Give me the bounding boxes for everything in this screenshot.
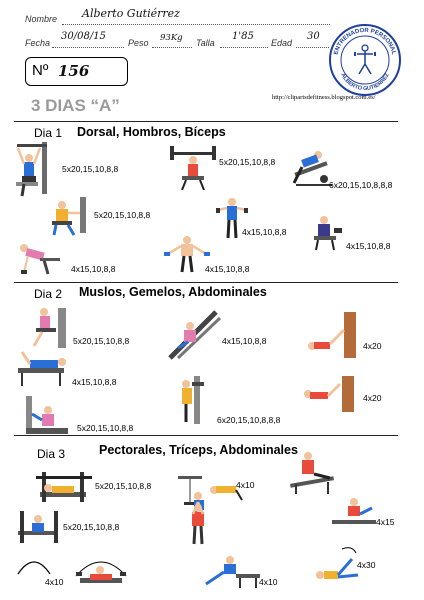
exercise-reps: 4x15,10,8,8: [72, 377, 117, 387]
bent-lateral-raise-figure: [164, 236, 210, 273]
age-value: 30: [307, 31, 320, 42]
weight-line: [152, 47, 192, 48]
overhead-extension-figure: [191, 501, 205, 545]
source-url: http://clipartsdefitness.blogspot.com.es…: [272, 94, 376, 101]
bench-press-figure: [36, 472, 92, 502]
reverse-fly-figure: [20, 244, 60, 275]
height-label: Talla: [196, 38, 215, 48]
exercise-reps: 4x15,10,8,8: [222, 336, 267, 346]
number-box: Nº 156: [25, 57, 128, 86]
age-label: Edad: [271, 38, 293, 48]
lateral-raise-figure: [216, 198, 248, 239]
exercise-reps: 5x20,15,10,8,8: [63, 522, 120, 532]
day1-title: Dorsal, Hombros, Bíceps: [77, 125, 226, 139]
exercise-reps: 5x20,15,10,8,8: [77, 423, 134, 433]
arrow-icon: [17, 561, 51, 575]
decline-crunch-figure: [289, 452, 335, 494]
trainer-seal: ENTRENADOR PERSONAL ALBERTO GUTIERREZ: [329, 24, 401, 96]
day2-label: Dia 2: [34, 287, 63, 301]
crunch-figure: [308, 312, 356, 358]
exercise-reps: 5x20,15,10,8,8: [95, 481, 152, 491]
chest-supported-row-figure: [292, 151, 332, 186]
exercise-reps: 4x15,10,8,8: [71, 264, 116, 274]
dumbbell-flye-figure: [75, 561, 127, 583]
lat-pulldown-figure: [16, 142, 47, 197]
triceps-dip-figure: [210, 486, 243, 501]
height-line: [220, 47, 268, 48]
exercise-reps: 4x15: [376, 517, 395, 527]
seated-row-figure: [52, 197, 86, 236]
day1-label: Dia 1: [34, 126, 63, 140]
day2-title: Muslos, Gemelos, Abdominales: [79, 285, 267, 299]
exercise-reps: 4x15,10,8,8: [205, 264, 250, 274]
exercise-reps: 4x15,10,8,8: [346, 241, 391, 251]
name-label: Nombre: [25, 14, 58, 24]
name-value: Alberto Gutiérrez: [82, 7, 180, 20]
bench-dip-figure: [205, 556, 260, 588]
weight-value: 93Kg: [160, 33, 183, 43]
program-title: 3 DIAS “A”: [31, 96, 120, 115]
leg-press-figure: [26, 396, 68, 434]
concentration-curl-figure: [314, 216, 342, 251]
bicycle-crunch-figure: [316, 547, 359, 579]
shoulder-press-figure: [170, 146, 216, 190]
exercise-reps: 4x20: [363, 341, 382, 351]
exercise-reps: 4x15,10,8,8: [242, 227, 287, 237]
day1-divider: [14, 121, 398, 122]
age-line: [296, 47, 329, 48]
exercise-reps: 4x20: [363, 393, 382, 403]
date-line: [52, 47, 124, 48]
calf-raise-figure: [182, 376, 204, 424]
leg-raise-figure: [304, 376, 354, 412]
weight-label: Peso: [128, 38, 149, 48]
exercise-reps: 6x20,15,10,8,8,8: [217, 415, 281, 425]
date-value: 30/08/15: [61, 31, 106, 42]
exercise-reps: 4x10: [236, 480, 255, 490]
day3-title: Pectorales, Tríceps, Abdominales: [99, 443, 298, 457]
incline-bench-press-figure: [18, 511, 58, 543]
exercise-reps: 6x20,15,10,8,8,8: [329, 180, 393, 190]
number-label: Nº: [32, 62, 49, 79]
date-label: Fecha: [25, 38, 51, 48]
exercise-reps: 4x10: [259, 577, 278, 587]
exercise-reps: 5x20,15,10,8,8: [62, 164, 119, 174]
leg-curl-figure: [18, 351, 66, 386]
exercise-reps: 4x10: [45, 577, 64, 587]
hack-squat-figure: [168, 310, 222, 360]
height-value: 1'85: [232, 31, 254, 42]
exercise-reps: 5x20,15,10,8,8: [219, 157, 276, 167]
day3-label: Dia 3: [37, 447, 66, 461]
exercise-reps: 4x30: [357, 560, 376, 570]
number-value: 156: [58, 62, 90, 80]
day3-divider: [14, 435, 398, 436]
leg-extension-figure: [32, 308, 66, 348]
day2-divider: [14, 282, 398, 283]
exercise-reps: 5x20,15,10,8,8: [73, 336, 130, 346]
exercise-reps: 5x20,15,10,8,8: [94, 210, 151, 220]
oblique-crunch-figure: [332, 498, 376, 524]
name-line: [62, 24, 330, 25]
